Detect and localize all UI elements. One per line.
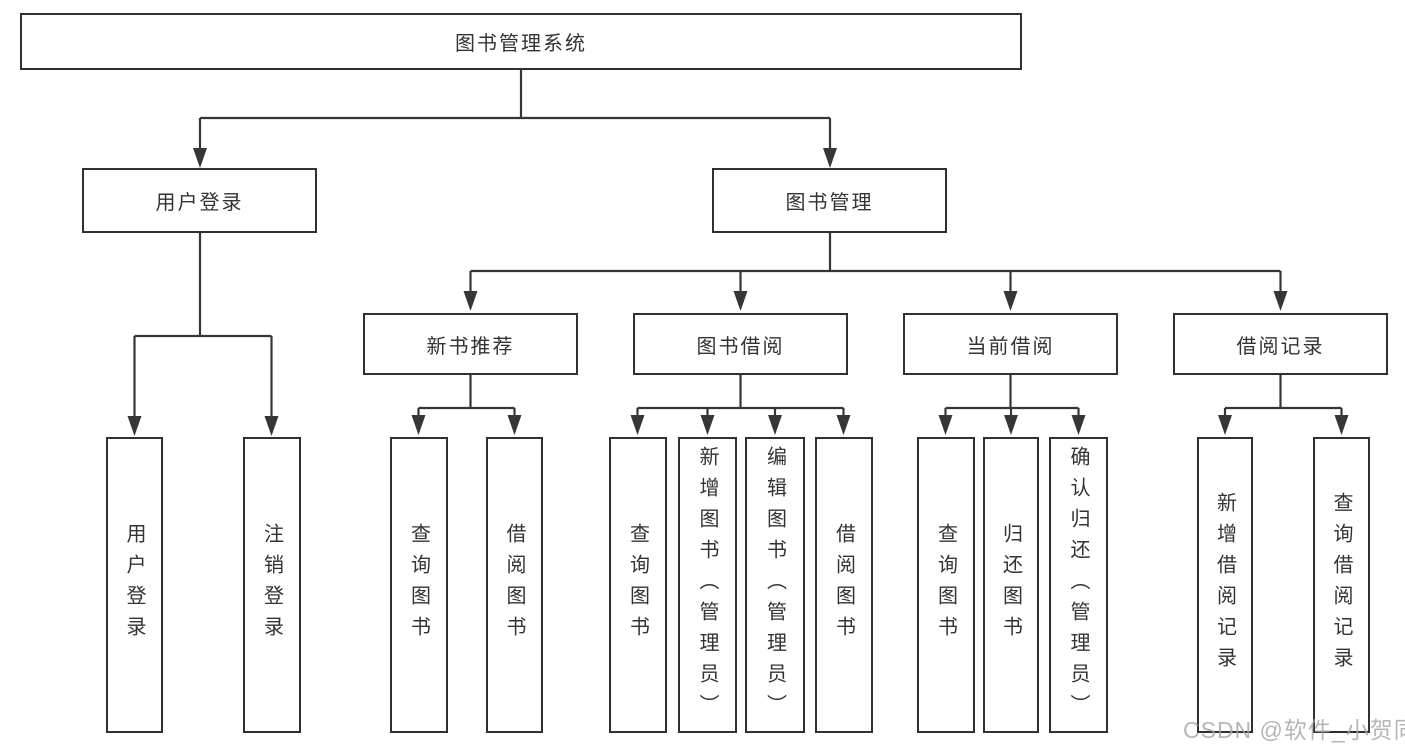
node-current-borrow: 当前借阅 xyxy=(903,313,1118,375)
leaf-borrow-add-books-admin: 新增图书（管理员） xyxy=(678,437,737,733)
leaf-current-query-books: 查询图书 xyxy=(917,437,975,733)
leaf-records-add-record: 新增借阅记录 xyxy=(1197,437,1253,733)
node-user-login: 用户登录 xyxy=(82,168,317,233)
leaf-newbook-borrow-books: 借阅图书 xyxy=(486,437,543,733)
node-root-system: 图书管理系统 xyxy=(20,13,1022,70)
node-book-borrow: 图书借阅 xyxy=(633,313,848,375)
leaf-records-query-record: 查询借阅记录 xyxy=(1313,437,1370,733)
node-borrow-records: 借阅记录 xyxy=(1173,313,1388,375)
leaf-borrow-query-books: 查询图书 xyxy=(609,437,667,733)
leaf-borrow-edit-books-admin: 编辑图书（管理员） xyxy=(745,437,805,733)
leaf-current-return-books: 归还图书 xyxy=(983,437,1039,733)
csdn-watermark: CSDN @软件_小贺同学 xyxy=(1183,717,1405,743)
leaf-borrow-borrow-books: 借阅图书 xyxy=(815,437,873,733)
node-new-book-recommend: 新书推荐 xyxy=(363,313,578,375)
leaf-user-login: 用户登录 xyxy=(106,437,163,733)
leaf-current-confirm-return-admin: 确认归还（管理员） xyxy=(1049,437,1108,733)
node-book-management: 图书管理 xyxy=(712,168,947,233)
leaf-newbook-query-books: 查询图书 xyxy=(390,437,448,733)
leaf-logout: 注销登录 xyxy=(243,437,301,733)
